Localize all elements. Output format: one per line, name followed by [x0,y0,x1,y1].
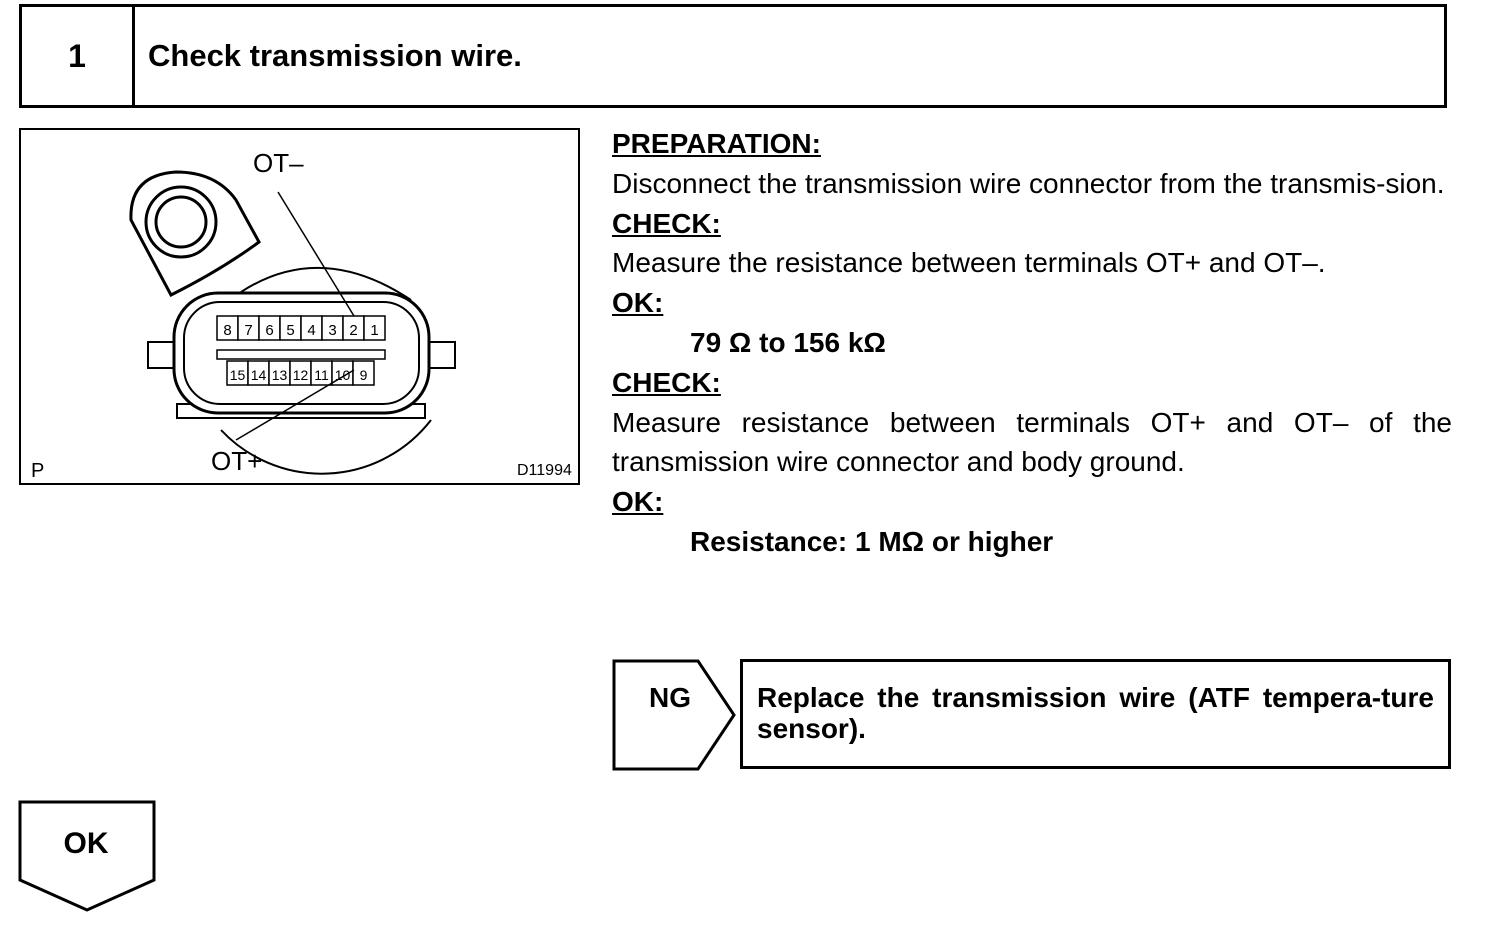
housing-top [240,267,412,301]
ot-minus-label: OT– [253,148,304,178]
corner-label: P [31,460,44,482]
ng-label: NG [649,682,691,713]
pin-number: 15 [230,367,246,383]
pin-number: 11 [314,367,329,383]
ok1-value: 79 Ω to 156 kΩ [690,326,886,358]
check2-heading: CHECK: [612,366,721,398]
mounting-hole-inner [154,195,208,249]
check1-heading: CHECK: [612,207,721,239]
pin-number: 3 [328,322,336,339]
pin-number: 7 [244,322,252,339]
pin-number: 8 [223,322,231,339]
ot-plus-leader [235,369,355,441]
preparation-text: Disconnect the transmission wire connect… [612,167,1445,199]
procedure-text: PREPARATION: Disconnect the transmission… [612,124,1452,562]
pin-number: 5 [286,322,294,339]
ot-plus-label: OT+ [211,446,262,476]
pin-number: 9 [360,367,368,383]
step-title: Check transmission wire. [148,38,522,73]
check2-text: Measure resistance between terminals OT+… [612,406,1452,478]
ng-action-box: Replace the transmission wire (ATF tempe… [740,659,1451,769]
ng-arrow-shape [612,659,736,771]
step-number: 1 [22,7,135,105]
ok2-heading: OK: [612,486,664,518]
housing-outline [220,419,432,475]
pin-cell [352,360,375,386]
pin-cell [363,315,386,341]
figure-code: D11994 [517,462,572,479]
ok-label: OK [63,827,109,860]
pin-number: 12 [293,367,309,383]
ng-action-text: Replace the transmission wire (ATF tempe… [757,682,1434,744]
pin-number: 6 [265,322,273,339]
ok-arrow-shape [18,800,156,912]
pin-number: 4 [307,322,315,339]
row-divider [216,349,386,360]
ot-minus-leader [277,191,355,317]
ok2-value: Resistance: 1 MΩ or higher [690,525,1054,557]
step-header: 1 Check transmission wire. [19,4,1447,108]
preparation-heading: PREPARATION: [612,128,821,159]
ok1-heading: OK: [612,287,664,319]
pin-number: 2 [349,322,357,339]
pin-number: 13 [272,367,288,383]
pin-number: 1 [370,322,378,339]
check1-text: Measure the resistance between terminals… [612,247,1326,279]
connector-face [183,301,420,405]
pin-number: 14 [251,367,267,383]
